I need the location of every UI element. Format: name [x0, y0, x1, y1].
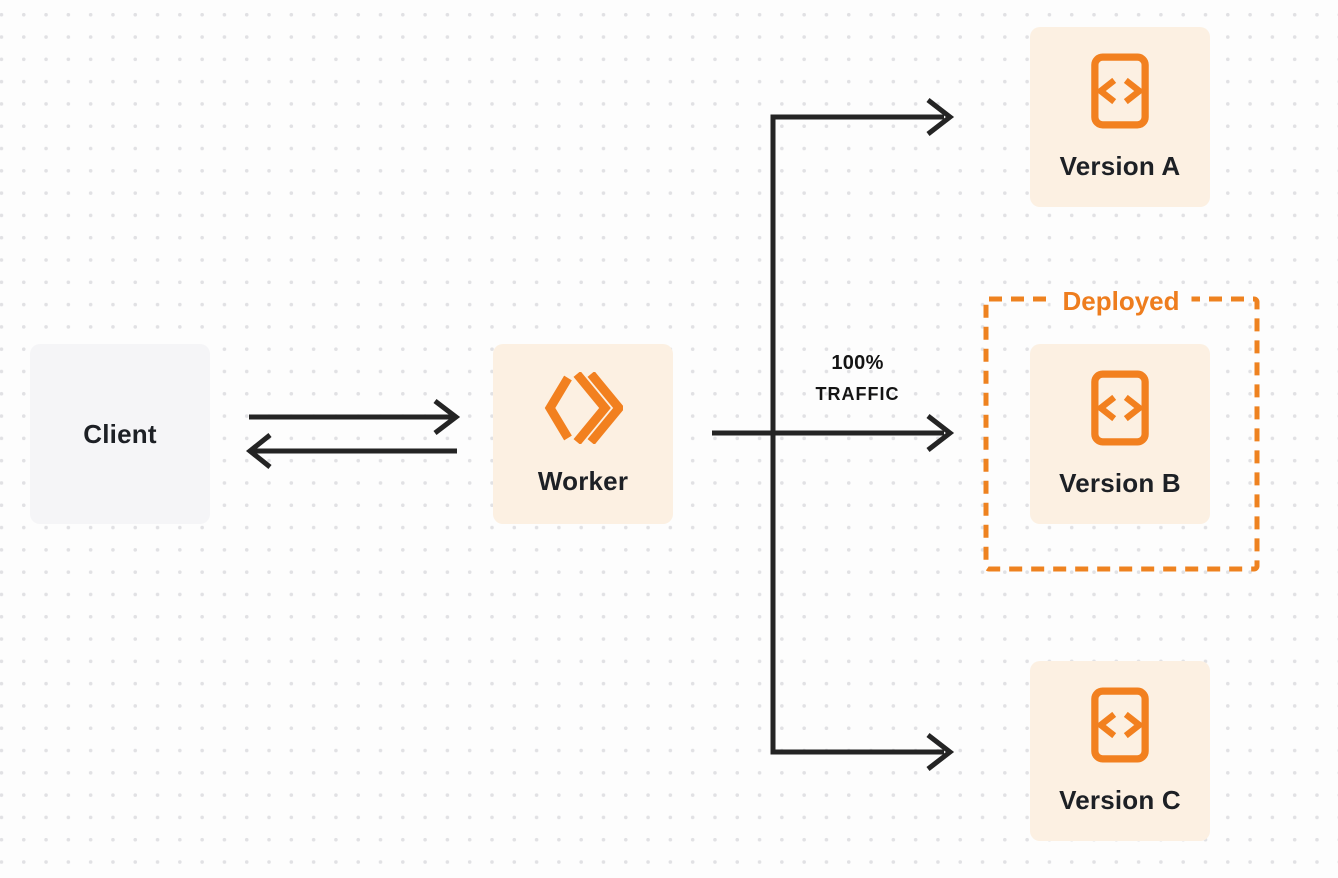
code-file-icon: [1091, 53, 1149, 129]
client-node: Client: [30, 344, 210, 524]
arrow-worker-to-client: [245, 433, 457, 469]
worker-label: Worker: [537, 465, 629, 496]
version-c-label: Version C: [1059, 784, 1181, 815]
worker-icon: [543, 371, 623, 444]
client-label: Client: [83, 418, 157, 449]
worker-node: Worker: [493, 344, 673, 524]
traffic-label: 100% TRAFFIC: [795, 348, 920, 410]
version-b-node: Version B: [1030, 344, 1210, 524]
arrow-worker-to-versions: [712, 98, 955, 771]
version-a-node: Version A: [1030, 27, 1210, 207]
code-file-icon: [1091, 370, 1149, 446]
arrow-client-to-worker: [249, 399, 461, 435]
code-file-icon: [1091, 687, 1149, 763]
version-a-label: Version A: [1059, 150, 1181, 181]
traffic-word: TRAFFIC: [815, 384, 900, 404]
traffic-percent: 100%: [831, 352, 884, 374]
deployed-label: Deployed: [1050, 286, 1192, 316]
version-b-label: Version B: [1059, 467, 1181, 498]
version-c-node: Version C: [1030, 661, 1210, 841]
